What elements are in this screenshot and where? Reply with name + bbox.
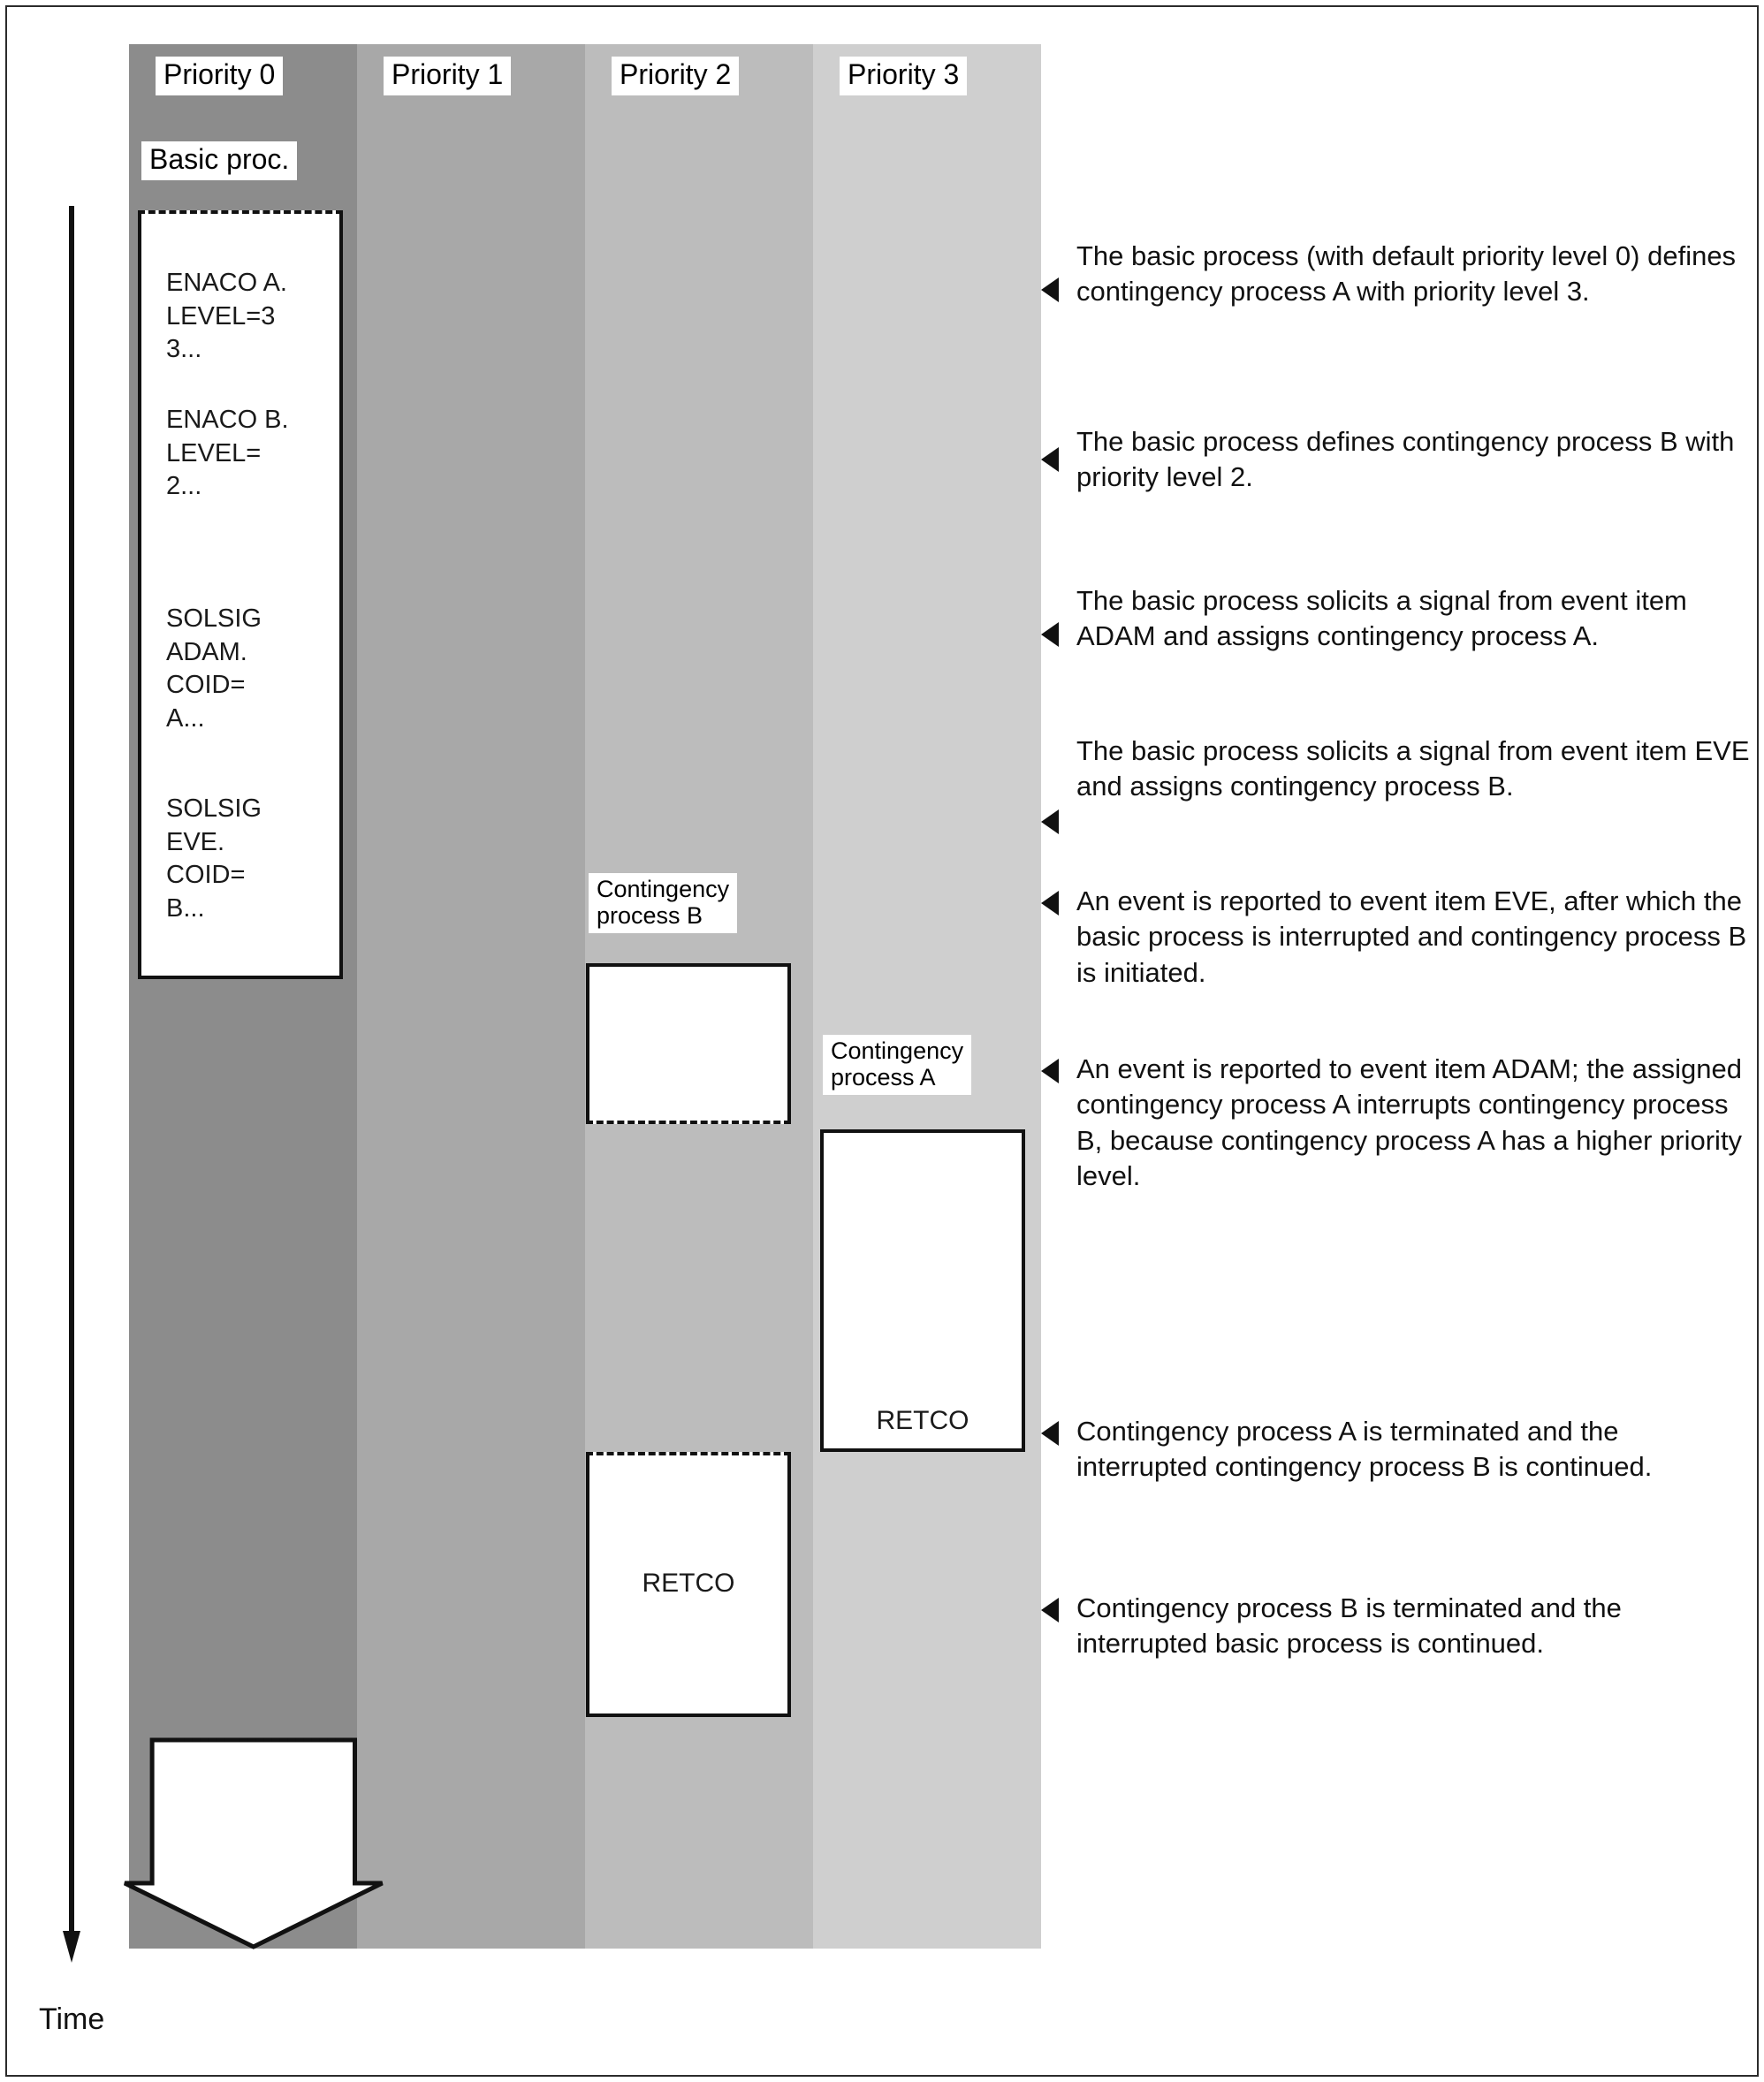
annotation-6-text: An event is reported to event item ADAM;… bbox=[1076, 1053, 1743, 1191]
annotation-marker-icon bbox=[1041, 447, 1059, 472]
contingency-process-a-label: Contingency process A bbox=[823, 1035, 972, 1096]
annotation-3: The basic process solicits a signal from… bbox=[1041, 583, 1757, 655]
priority-3-label: Priority 3 bbox=[840, 57, 968, 95]
time-axis-arrow bbox=[62, 206, 83, 1964]
annotation-marker-icon bbox=[1041, 809, 1059, 834]
contingency-b-retco-label: RETCO bbox=[642, 1569, 735, 1598]
contingency-process-b-label: Contingency process B bbox=[589, 873, 738, 934]
annotation-4: The basic process solicits a signal from… bbox=[1041, 733, 1757, 834]
annotation-5-text: An event is reported to event item EVE, … bbox=[1076, 885, 1747, 988]
annotation-marker-icon bbox=[1041, 1598, 1059, 1622]
priority-0-label: Priority 0 bbox=[156, 57, 284, 95]
annotation-7: Contingency process A is terminated and … bbox=[1041, 1414, 1757, 1486]
basic-code-solsig-adam: SOLSIG ADAM. COID= A... bbox=[166, 604, 262, 733]
contingency-process-b-retco-box: RETCO bbox=[586, 1452, 791, 1717]
basic-process-box: ENACO A. LEVEL=3 3... ENACO B. LEVEL= 2.… bbox=[138, 210, 343, 979]
annotation-1: The basic process (with default priority… bbox=[1041, 239, 1757, 310]
annotation-marker-icon bbox=[1041, 622, 1059, 647]
basic-process-label: Basic proc. bbox=[141, 141, 298, 180]
priority-1-label: Priority 1 bbox=[384, 57, 512, 95]
annotation-4-text: The basic process solicits a signal from… bbox=[1076, 735, 1750, 802]
basic-process-resume-arrow bbox=[85, 1735, 421, 1951]
annotation-5: An event is reported to event item EVE, … bbox=[1041, 884, 1757, 991]
basic-code-solsig-eve: SOLSIG EVE. COID= B... bbox=[166, 794, 262, 923]
annotation-6: An event is reported to event item ADAM;… bbox=[1041, 1052, 1757, 1194]
contingency-process-a-run-box: RETCO bbox=[820, 1129, 1025, 1452]
annotation-1-text: The basic process (with default priority… bbox=[1076, 240, 1737, 308]
priority-lane-1 bbox=[357, 44, 585, 1949]
basic-code-enaco-a: ENACO A. LEVEL=3 3... bbox=[166, 269, 287, 364]
annotation-marker-icon bbox=[1041, 277, 1059, 302]
annotation-7-text: Contingency process A is terminated and … bbox=[1076, 1416, 1653, 1483]
annotation-2-text: The basic process defines contingency pr… bbox=[1076, 426, 1735, 493]
contingency-a-retco-label: RETCO bbox=[876, 1406, 969, 1435]
priority-2-label: Priority 2 bbox=[612, 57, 740, 95]
time-axis-label: Time bbox=[39, 2002, 105, 2036]
annotation-marker-icon bbox=[1041, 1421, 1059, 1446]
annotation-2: The basic process defines contingency pr… bbox=[1041, 424, 1757, 496]
annotation-3-text: The basic process solicits a signal from… bbox=[1076, 585, 1687, 652]
contingency-process-b-run-box bbox=[586, 963, 791, 1124]
annotation-marker-icon bbox=[1041, 1059, 1059, 1083]
figure-frame: Priority 0 Priority 1 Priority 2 Priorit… bbox=[5, 5, 1759, 2077]
annotation-8: Contingency process B is terminated and … bbox=[1041, 1591, 1757, 1662]
basic-code-enaco-b: ENACO B. LEVEL= 2... bbox=[166, 406, 289, 501]
annotation-8-text: Contingency process B is terminated and … bbox=[1076, 1592, 1622, 1660]
annotation-marker-icon bbox=[1041, 891, 1059, 916]
priority-lane-3 bbox=[813, 44, 1041, 1949]
